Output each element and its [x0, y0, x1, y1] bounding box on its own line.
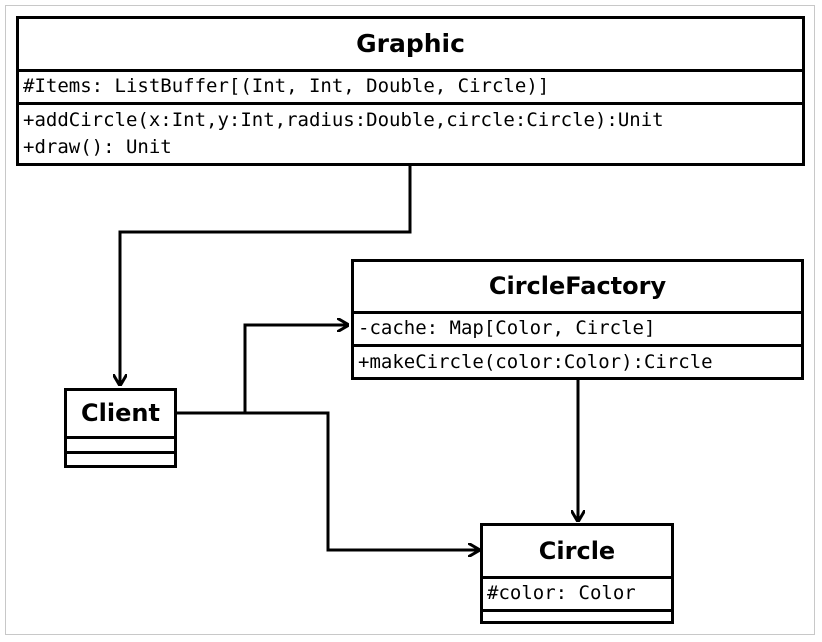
edge-graphic-to-client	[120, 165, 412, 386]
operation-add-circle: +addCircle(x:Int,y:Int,radius:Double,cir…	[23, 109, 664, 131]
class-client-operations	[67, 451, 174, 465]
operation-draw: +draw(): Unit	[23, 136, 172, 158]
class-circle-operations	[483, 609, 671, 621]
attribute-items: #Items: ListBuffer[(Int, Int, Double, Ci…	[23, 75, 550, 97]
operation-make-circle: +makeCircle(color:Color):Circle	[358, 351, 713, 373]
class-graphic[interactable]: Graphic #Items: ListBuffer[(Int, Int, Do…	[16, 16, 805, 166]
attribute-color: #color: Color	[487, 582, 636, 604]
class-graphic-operations: +addCircle(x:Int,y:Int,radius:Double,cir…	[19, 102, 802, 161]
class-circlefactory[interactable]: CircleFactory -cache: Map[Color, Circle]…	[351, 259, 804, 380]
class-circlefactory-name: CircleFactory	[488, 272, 667, 300]
class-circle[interactable]: Circle #color: Color	[480, 523, 674, 624]
class-circle-name: Circle	[538, 537, 616, 565]
class-graphic-attributes: #Items: ListBuffer[(Int, Int, Double, Ci…	[19, 69, 802, 102]
class-graphic-name: Graphic	[356, 29, 465, 58]
class-circlefactory-attributes: -cache: Map[Color, Circle]	[354, 311, 801, 344]
attribute-cache: -cache: Map[Color, Circle]	[358, 317, 656, 339]
class-client-name: Client	[81, 399, 160, 427]
edge-client-to-circlefactory	[177, 325, 349, 415]
class-client-attributes	[67, 436, 174, 451]
class-circlefactory-operations: +makeCircle(color:Color):Circle	[354, 344, 801, 377]
class-circle-attributes: #color: Color	[483, 576, 671, 609]
edge-client-to-circle	[245, 411, 480, 550]
class-client[interactable]: Client	[64, 388, 177, 468]
